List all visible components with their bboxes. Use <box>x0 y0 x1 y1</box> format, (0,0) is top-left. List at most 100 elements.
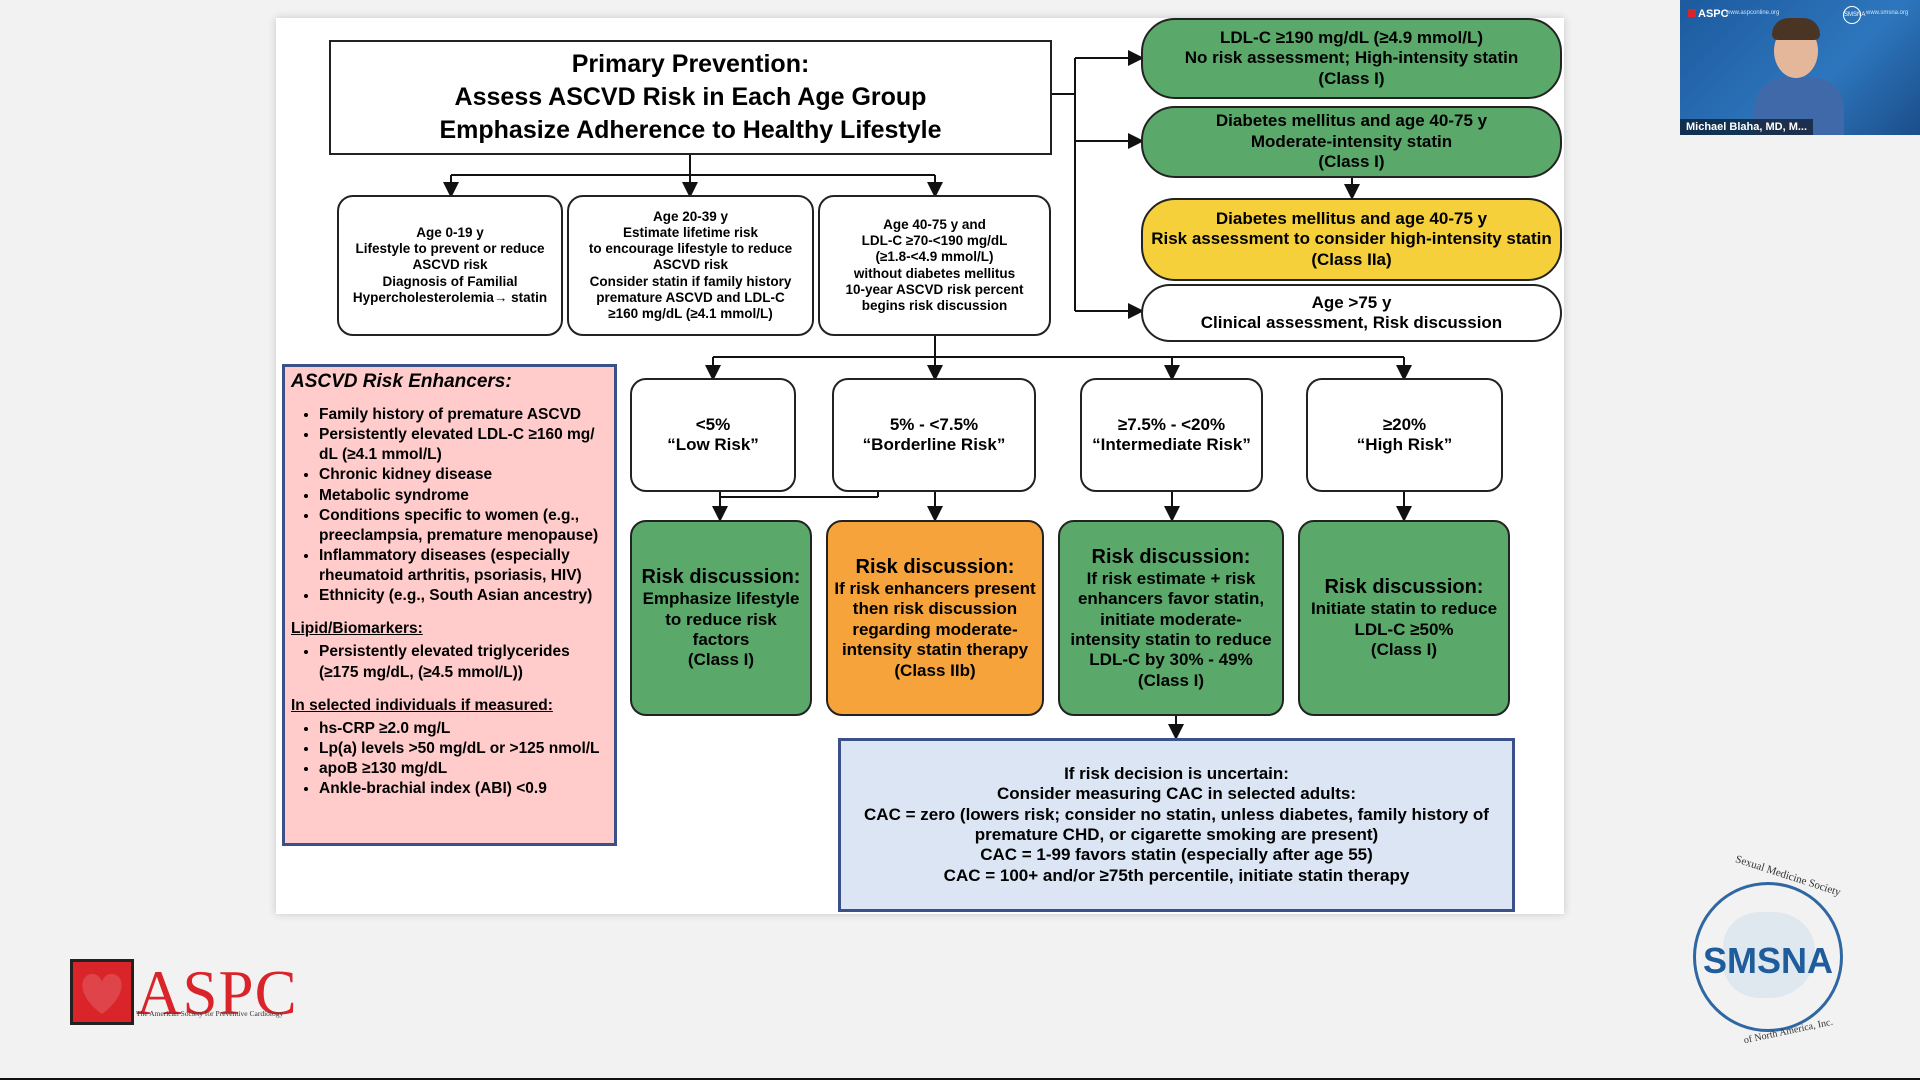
aspc-tagline: The American Society for Preventive Card… <box>136 1009 284 1018</box>
selected-item: Ankle-brachial index (ABI) <0.9 <box>319 779 608 799</box>
smsna-url: www.smsna.org <box>1866 10 1909 16</box>
risk-label: “Intermediate Risk” <box>1092 435 1251 454</box>
risk-enhancer-item: Ethnicity (e.g., South Asian ancestry) <box>319 586 608 606</box>
risk-pct: 5% - <7.5% <box>889 414 979 434</box>
age-group-line: ASCVD risk <box>412 257 488 273</box>
risk-label: “Borderline Risk” <box>862 435 1006 454</box>
discussion-head: Risk discussion: <box>1324 576 1484 599</box>
discussion-line: Emphasize lifestyle <box>642 589 800 609</box>
diabetes-moderate-box: Diabetes mellitus and age 40-75 y Modera… <box>1141 106 1562 178</box>
discussion-line: (Class I) <box>687 650 755 670</box>
right-box-line: Age >75 y <box>1311 292 1392 312</box>
right-box-line: Moderate-intensity statin <box>1250 131 1453 151</box>
title-line: Emphasize Adherence to Healthy Lifestyle <box>439 116 942 144</box>
right-box-line: (Class IIa) <box>1311 249 1392 269</box>
discussion-line: to reduce risk <box>665 609 777 629</box>
intermediate-risk-box: ≥7.5% - <20% “Intermediate Risk” <box>1080 378 1263 492</box>
lipid-biomarkers-heading: Lipid/Biomarkers: <box>291 620 423 638</box>
intermediate-discussion-box: Risk discussion: If risk estimate + risk… <box>1058 520 1284 716</box>
borderline-risk-box: 5% - <7.5% “Borderline Risk” <box>832 378 1036 492</box>
primary-prevention-title-box: Primary Prevention: Assess ASCVD Risk in… <box>329 40 1052 155</box>
risk-enhancer-item: Family history of premature ASCVD <box>319 405 608 425</box>
age-group-head: Age 40-75 y and <box>883 216 986 232</box>
age-over-75-box: Age >75 y Clinical assessment, Risk disc… <box>1141 284 1562 342</box>
low-risk-box: <5% “Low Risk” <box>630 378 796 492</box>
cac-line: Consider measuring CAC in selected adult… <box>997 784 1356 804</box>
age-group-line: Lifestyle to prevent or reduce <box>355 241 545 257</box>
discussion-line: If risk enhancers present <box>834 579 1036 599</box>
smsna-ring <box>1693 882 1843 1032</box>
age-20-39-box: Age 20-39 y Estimate lifetime risk to en… <box>567 195 814 336</box>
diabetes-risk-assessment-box: Diabetes mellitus and age 40-75 y Risk a… <box>1141 198 1562 281</box>
cac-line: CAC = zero (lowers risk; consider no sta… <box>864 804 1489 824</box>
risk-enhancer-item: Chronic kidney disease <box>319 465 608 485</box>
cac-line: CAC = 100+ and/or ≥75th percentile, init… <box>943 865 1410 885</box>
age-group-subhead: without diabetes mellitus <box>853 265 1016 281</box>
high-risk-box: ≥20% “High Risk” <box>1306 378 1503 492</box>
age-group-head: Age 20-39 y <box>652 208 729 224</box>
risk-pct: ≥7.5% - <20% <box>1117 414 1226 434</box>
age-group-subhead: Estimate lifetime risk <box>622 225 759 241</box>
age-group-line: ASCVD risk <box>652 257 729 273</box>
selected-item: hs-CRP ≥2.0 mg/L <box>319 719 608 739</box>
presenter-name: Michael Blaha, MD, M... <box>1680 119 1814 135</box>
discussion-line: LDL-C by 30% - 49% <box>1089 650 1253 670</box>
cac-line: If risk decision is uncertain: <box>1064 763 1289 783</box>
discussion-line: If risk estimate + risk <box>1086 568 1256 588</box>
risk-enhancer-item: Conditions specific to women (e.g., pree… <box>319 506 608 546</box>
discussion-line: enhancers favor statin, <box>1077 589 1265 609</box>
high-risk-discussion-box: Risk discussion: Initiate statin to redu… <box>1298 520 1510 716</box>
discussion-line: intensity statin therapy <box>841 640 1029 660</box>
risk-enhancer-item: Inflammatory diseases (especially rheuma… <box>319 546 608 586</box>
age-group-subhead: LDL-C ≥70-<190 mg/dL <box>861 233 1008 249</box>
lipid-biomarkers-list: Persistently elevated triglycerides (≥17… <box>291 642 608 682</box>
lipid-biomarker-item: Persistently elevated triglycerides (≥17… <box>319 642 608 682</box>
right-box-line: Risk assessment to consider high-intensi… <box>1151 229 1552 249</box>
discussion-head: Risk discussion: <box>1091 545 1251 568</box>
age-group-line: Diagnosis of Familial <box>382 273 518 289</box>
discussion-line: then risk discussion <box>852 599 1018 619</box>
smsna-mini-logo: SMSNA <box>1843 6 1865 24</box>
risk-enhancer-item: Metabolic syndrome <box>319 486 608 506</box>
north-america-map-icon <box>1723 912 1815 998</box>
selected-item: Lp(a) levels >50 mg/dL or >125 nmol/L <box>319 739 608 759</box>
age-group-line: ≥160 mg/dL (≥4.1 mmol/L) <box>608 305 773 321</box>
cac-line: CAC = 1-99 favors statin (especially aft… <box>980 845 1373 865</box>
discussion-head: Risk discussion: <box>855 556 1015 579</box>
title-line: Assess ASCVD Risk in Each Age Group <box>454 83 927 111</box>
smsna-logo: SMSNA Sexual Medicine Society of North A… <box>1683 853 1859 1046</box>
right-box-line: Clinical assessment, Risk discussion <box>1200 313 1503 332</box>
age-group-line: to encourage lifestyle to reduce <box>588 241 793 257</box>
low-risk-discussion-box: Risk discussion: Emphasize lifestyle to … <box>630 520 812 716</box>
risk-label: “Low Risk” <box>667 435 759 454</box>
right-box-line: (Class I) <box>1318 152 1385 172</box>
risk-pct: <5% <box>695 414 731 434</box>
right-box-line: Diabetes mellitus and age 40-75 y <box>1215 111 1488 131</box>
bottom-bar <box>0 1078 1920 1080</box>
discussion-line: (Class I) <box>1370 640 1438 660</box>
risk-label: “High Risk” <box>1356 435 1453 454</box>
discussion-line: (Class I) <box>1137 670 1205 690</box>
age-0-19-box: Age 0-19 y Lifestyle to prevent or reduc… <box>337 195 563 336</box>
presenter-video-tile[interactable]: ASPC www.aspconline.org SMSNA www.smsna.… <box>1680 0 1920 135</box>
age-group-line: Hypercholesterolemia→ statin <box>352 289 548 305</box>
aspc-url: www.aspconline.org <box>1726 10 1780 16</box>
age-group-subhead: (≥1.8-<4.9 mmol/L) <box>875 249 994 265</box>
age-40-75-box: Age 40-75 y and LDL-C ≥70-<190 mg/dL (≥1… <box>818 195 1051 336</box>
title-line: Primary Prevention: <box>571 50 810 78</box>
aspc-mini-text: ASPC <box>1698 8 1729 20</box>
right-box-line: LDL-C ≥190 mg/dL (≥4.9 mmol/L) <box>1220 27 1483 47</box>
risk-enhancers-title: ASCVD Risk Enhancers: <box>291 371 512 392</box>
risk-enhancers-list: Family history of premature ASCVD Persis… <box>291 405 608 606</box>
right-box-line: No risk assessment; High-intensity stati… <box>1184 48 1519 68</box>
smsna-wordmark: SMSNA <box>1702 940 1833 981</box>
risk-pct: ≥20% <box>1382 414 1427 434</box>
discussion-line: factors <box>692 630 750 649</box>
age-group-line: 10-year ASCVD risk percent <box>845 281 1024 297</box>
borderline-discussion-box: Risk discussion: If risk enhancers prese… <box>826 520 1044 716</box>
discussion-head: Risk discussion: <box>641 566 801 589</box>
discussion-line: Initiate statin to reduce <box>1310 599 1498 619</box>
discussion-line: regarding moderate- <box>852 619 1018 639</box>
age-group-line: begins risk discussion <box>861 297 1008 313</box>
